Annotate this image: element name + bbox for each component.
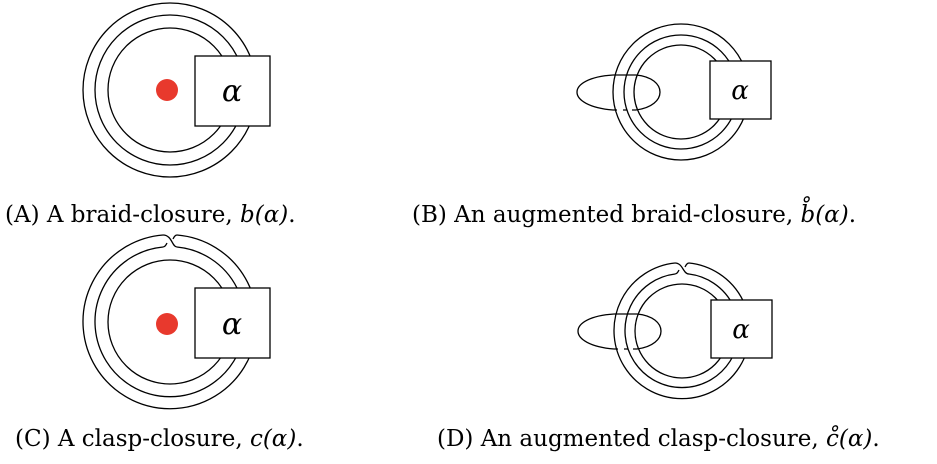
- caption-a-math: b(α): [240, 202, 289, 228]
- panel-d-unknot-right: [636, 313, 662, 350]
- panel-d-diagram: α: [577, 262, 773, 400]
- panel-b-diagram: α: [576, 23, 772, 161]
- caption-a-period: .: [288, 202, 296, 228]
- panel-d-braid-box: [710, 299, 773, 359]
- panel-d-clasp-under: [674, 262, 690, 275]
- panel-b-alpha-label: α: [731, 76, 749, 106]
- panel-a-braid-box: [194, 55, 271, 127]
- panel-b-unknot-left: [576, 74, 614, 111]
- panel-c-red-dot: [156, 313, 178, 335]
- caption-a-text: (A) A braid-closure,: [5, 202, 240, 228]
- panel-d-outer-strand: [613, 262, 751, 400]
- caption-b: (B) An augmented braid-closure, b̊(α).: [412, 202, 856, 228]
- caption-c-period: .: [296, 426, 304, 452]
- caption-c-math: c(α): [249, 426, 297, 452]
- panel-c-clasp-under: [162, 234, 178, 248]
- caption-c-text: (C) A clasp-closure,: [15, 426, 250, 452]
- panel-a-alpha-label: α: [222, 74, 242, 109]
- panel-b-unknot-right: [635, 74, 661, 111]
- panel-d-clasp-over: [674, 262, 690, 275]
- caption-b-math: b̊(α): [800, 202, 849, 228]
- panel-c-diagram: α: [82, 234, 271, 410]
- panel-c-alpha-label: α: [222, 307, 242, 342]
- panel-c-clasp-over: [162, 234, 178, 248]
- panel-b-braid-box: [709, 60, 772, 120]
- panel-d-alpha-label: α: [732, 315, 750, 345]
- caption-d-text: (D) An augmented clasp-closure,: [437, 426, 826, 452]
- caption-a: (A) A braid-closure, b(α).: [5, 202, 296, 228]
- caption-c: (C) A clasp-closure, c(α).: [15, 426, 304, 452]
- caption-d-math: c̊(α): [825, 426, 873, 452]
- panel-c-braid-box: [194, 287, 271, 359]
- panel-a-diagram: α: [82, 2, 271, 178]
- caption-d-period: .: [872, 426, 880, 452]
- panel-a-red-dot: [156, 79, 178, 101]
- panel-c-outer-strand: [82, 234, 258, 410]
- caption-b-text: (B) An augmented braid-closure,: [412, 202, 801, 228]
- panel-c-middle-strand: [94, 246, 246, 398]
- panel-d-unknot-left: [577, 313, 615, 350]
- caption-d: (D) An augmented clasp-closure, c̊(α).: [437, 426, 880, 452]
- caption-b-period: .: [848, 202, 856, 228]
